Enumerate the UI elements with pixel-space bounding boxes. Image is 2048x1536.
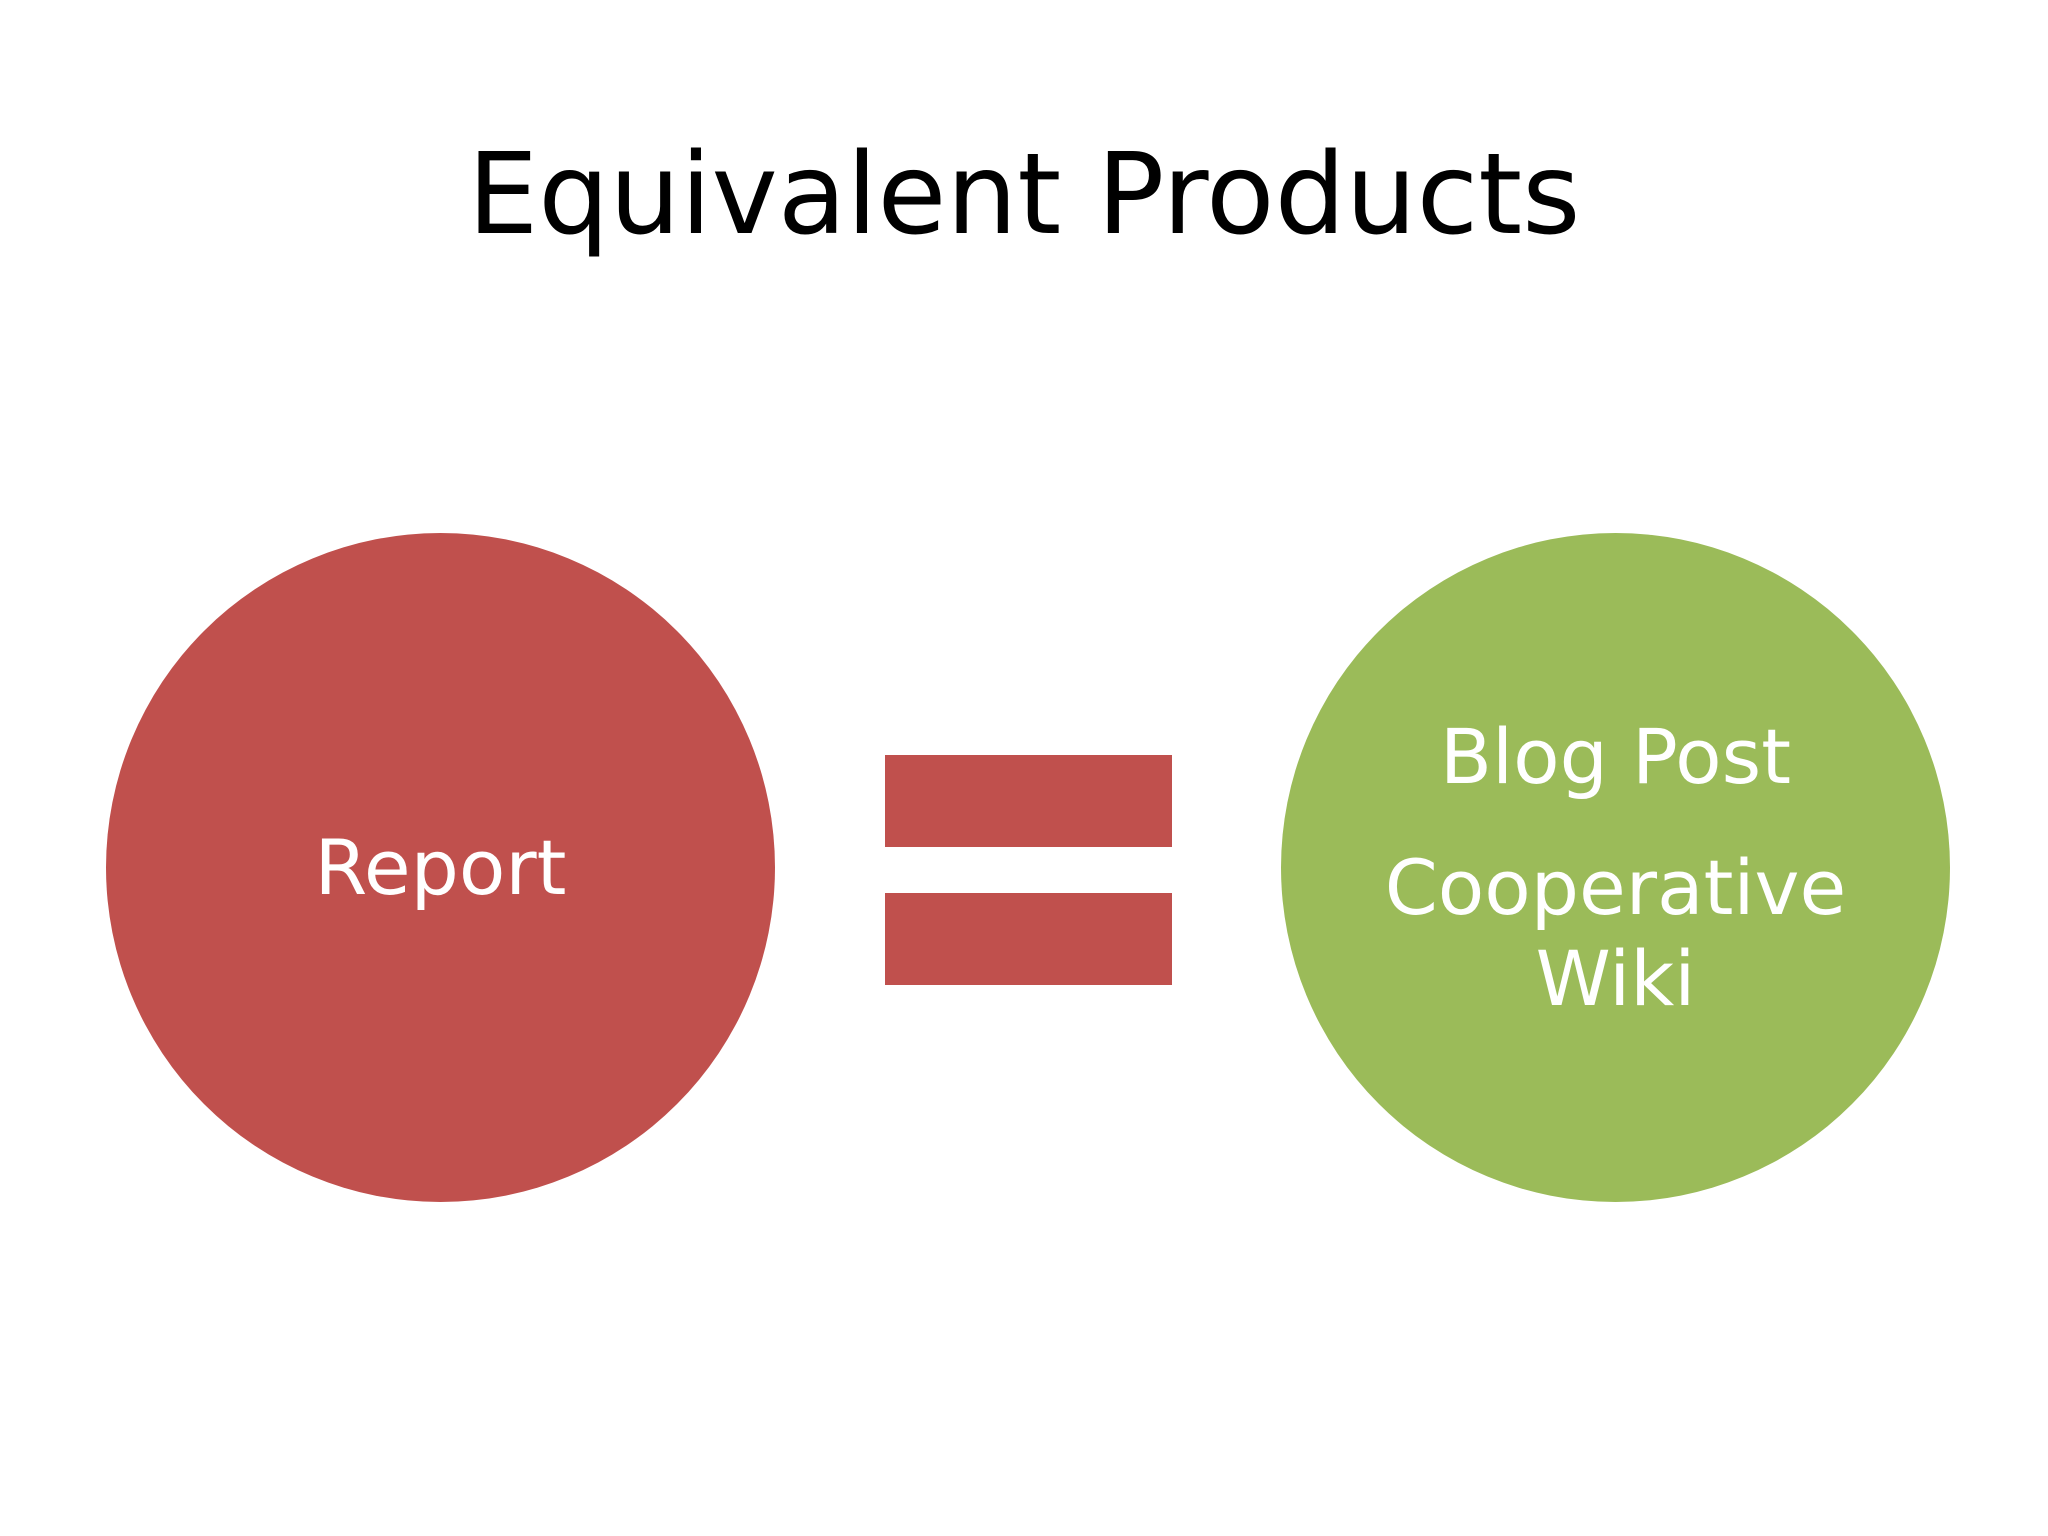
equivalent-item-blog-post: Blog Post <box>1439 711 1792 801</box>
report-label: Report <box>314 822 567 912</box>
equivalent-item-cooperative-wiki: Cooperative Wiki <box>1384 842 1847 1024</box>
equals-sign-top-bar <box>885 755 1172 847</box>
equivalents-circle: Blog Post Cooperative Wiki <box>1281 533 1950 1202</box>
equals-sign-bottom-bar <box>885 893 1172 985</box>
report-circle: Report <box>106 533 775 1202</box>
equivalents-list: Blog Post Cooperative Wiki <box>1376 711 1856 1025</box>
slide-title: Equivalent Products <box>467 130 1581 260</box>
